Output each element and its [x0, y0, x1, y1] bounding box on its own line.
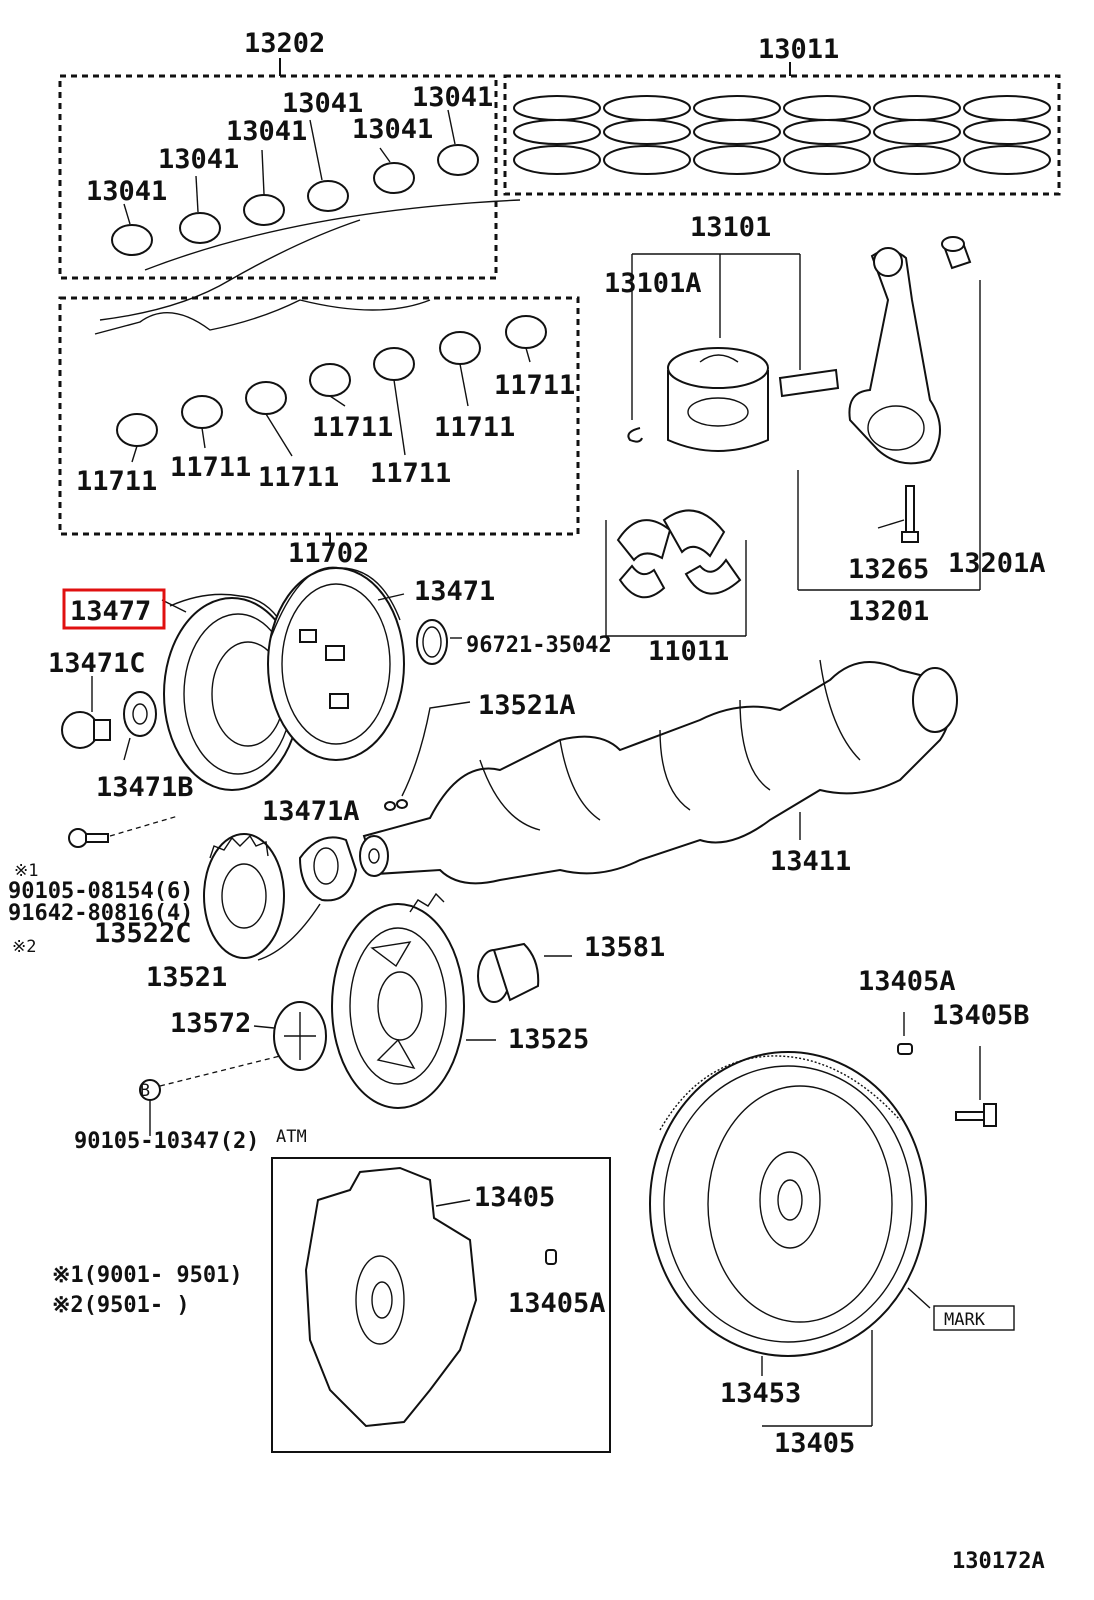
- label-13405A-atm: 13405A: [508, 1288, 606, 1319]
- label-13453: 13453: [720, 1378, 801, 1409]
- label-13581: 13581: [584, 932, 665, 963]
- label-11711-e: 11711: [170, 452, 251, 483]
- label-13202: 13202: [244, 28, 325, 59]
- label-11711-f: 11711: [258, 462, 339, 493]
- timing-pulley-13525: [331, 892, 496, 1109]
- label-13521: 13521: [146, 962, 227, 993]
- label-13471C: 13471C: [48, 648, 146, 679]
- label-13471B: 13471B: [96, 772, 194, 803]
- piston-pin: [778, 368, 840, 398]
- label-mark: MARK: [944, 1310, 986, 1330]
- callout-b: B: [140, 1081, 150, 1101]
- damper-pulley-13471: [267, 566, 405, 761]
- label-11711-a: 11711: [494, 370, 575, 401]
- highlight-frame-13477: [62, 588, 166, 630]
- label-13041-c: 13041: [226, 116, 307, 147]
- label-13405-atm: 13405: [474, 1182, 555, 1213]
- label-13521A: 13521A: [478, 690, 576, 721]
- label-13572: 13572: [170, 1008, 251, 1039]
- flywheel-13405: [649, 1051, 931, 1427]
- label-13101: 13101: [690, 212, 771, 243]
- label-atm: ATM: [276, 1127, 307, 1147]
- piston-ring-stack: [513, 95, 1051, 175]
- note-marker-2: ※2: [12, 937, 36, 957]
- label-13525: 13525: [508, 1024, 589, 1055]
- label-13477: 13477: [70, 596, 151, 627]
- piston-assembly-13101: [627, 253, 840, 452]
- label-13522C: 13522C: [94, 918, 192, 949]
- label-13041-b: 13041: [412, 82, 493, 113]
- o-ring-96721-35042: [416, 619, 462, 665]
- mark-callout: [933, 1305, 1015, 1331]
- knock-pin-13405A: [545, 1249, 557, 1265]
- snap-ring-13101A: [627, 427, 643, 443]
- pulley-bolt-13471C: [61, 676, 111, 749]
- flywheel-bolt-13405B: [955, 1046, 997, 1127]
- note-range-2: ※2(9501- ): [52, 1293, 190, 1318]
- label-13041-e: 13041: [158, 144, 239, 175]
- oil-pump-drive-gear-13522C: [257, 836, 358, 961]
- rod-bearing-set-11011: [605, 509, 747, 637]
- rod-bolt-13265: [901, 485, 919, 543]
- bearing-shell-11711: [116, 315, 547, 447]
- label-96721-35042: 96721-35042: [466, 633, 612, 658]
- label-91642-80816: 91642-80816(4): [8, 901, 193, 926]
- label-13041-f: 13041: [86, 176, 167, 207]
- label-11711-c: 11711: [434, 412, 515, 443]
- main-bearing-group-11702: [58, 296, 580, 544]
- label-13405B: 13405B: [932, 1000, 1030, 1031]
- label-13011: 13011: [758, 34, 839, 65]
- label-13101A: 13101A: [604, 268, 702, 299]
- label-13201: 13201: [848, 596, 929, 627]
- label-11711-b: 11711: [312, 412, 393, 443]
- label-13471A: 13471A: [262, 796, 360, 827]
- label-13265: 13265: [848, 554, 929, 585]
- label-90105-08154: 90105-08154(6): [8, 879, 193, 904]
- label-11711-d: 11711: [76, 466, 157, 497]
- knock-pin-13405A-flywheel: [897, 1012, 913, 1055]
- note-range-1: ※1(9001- 9501): [52, 1263, 243, 1288]
- label-13405A-flywheel: 13405A: [858, 966, 956, 997]
- plate-13572: [253, 1001, 327, 1071]
- main-bearing-group-13202: [58, 58, 521, 321]
- note-marker-1: ※1: [14, 861, 38, 881]
- label-11702: 11702: [288, 538, 369, 569]
- label-13041-d: 13041: [352, 114, 433, 145]
- crankshaft-13411: [359, 659, 958, 885]
- crankshaft-timing-gear-13521: [203, 833, 285, 959]
- pilot-bearing-13581: [477, 942, 572, 1003]
- label-13411: 13411: [770, 846, 851, 877]
- bolt-90105-10347: [139, 1055, 281, 1136]
- bearing-shell-13041: [111, 144, 479, 256]
- drive-plate-box-atm: [271, 1157, 611, 1453]
- connecting-rod-13201: [797, 236, 981, 591]
- diagram-reference: 130172A: [952, 1549, 1045, 1574]
- label-13041-a: 13041: [282, 88, 363, 119]
- rod-bushing-13201A: [941, 236, 972, 270]
- bolt-90105-08154: [68, 815, 179, 848]
- label-11011: 11011: [648, 636, 729, 667]
- label-11711-g: 11711: [370, 458, 451, 489]
- label-13201A: 13201A: [948, 548, 1046, 579]
- key-13471A: [384, 701, 471, 811]
- label-90105-10347: 90105-10347(2): [74, 1129, 259, 1154]
- piston-ring-set-13011: [503, 62, 1061, 196]
- label-13471: 13471: [414, 576, 495, 607]
- label-13405-flywheel: 13405: [774, 1428, 855, 1459]
- washer-13471B: [123, 691, 157, 761]
